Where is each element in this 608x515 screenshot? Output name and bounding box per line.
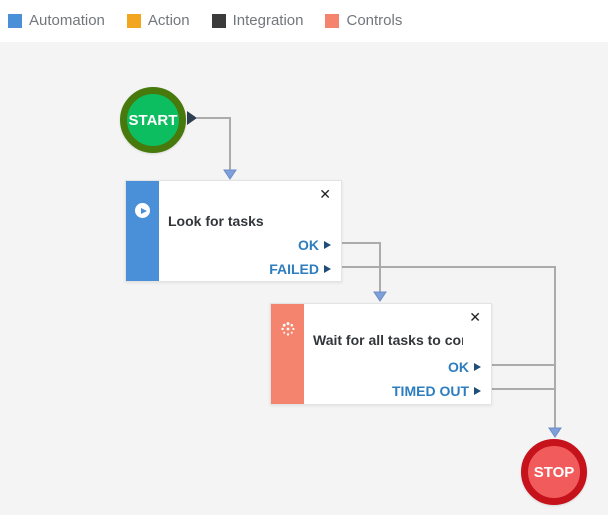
controls-swatch-icon (325, 13, 340, 28)
legend-bar: Automation Action Integration Controls (0, 0, 608, 42)
output-failed[interactable]: FAILED (269, 261, 331, 277)
output-label: OK (298, 237, 319, 253)
legend-item-controls: Controls (325, 12, 402, 29)
legend-item-automation: Automation (8, 12, 105, 29)
legend-item-action: Action (126, 12, 190, 29)
port-arrow-icon (324, 241, 331, 249)
automation-swatch-icon (8, 13, 22, 28)
arrow-down-icon (373, 291, 387, 302)
spinner-icon (280, 321, 296, 342)
connector-start-to-look (196, 117, 231, 170)
start-node[interactable]: START (120, 87, 186, 153)
legend-label: Controls (346, 12, 403, 29)
output-timed-out[interactable]: TIMED OUT (392, 383, 481, 399)
port-arrow-icon (324, 265, 331, 273)
action-swatch-icon (126, 13, 141, 28)
output-label: OK (448, 359, 469, 375)
arrow-down-icon (223, 169, 237, 180)
node-look-for-tasks[interactable]: ✕ Look for tasks OK FAILED (125, 180, 342, 282)
connector-failed-to-stop (340, 266, 556, 428)
start-output-port-icon (187, 111, 197, 125)
port-arrow-icon (474, 387, 481, 395)
stop-node-label: STOP (533, 463, 575, 481)
output-label: TIMED OUT (392, 383, 469, 399)
legend-label: Integration (232, 12, 304, 29)
node-title: Look for tasks (168, 213, 264, 229)
automation-category-bar (126, 181, 159, 281)
start-node-label: START (128, 111, 178, 129)
arrow-down-icon (548, 427, 562, 438)
close-icon[interactable]: ✕ (469, 309, 481, 325)
controls-category-bar (271, 304, 304, 404)
legend: Automation Action Integration Controls (8, 12, 402, 29)
play-circle-icon (135, 203, 150, 218)
legend-item-integration: Integration (211, 12, 304, 29)
legend-label: Action (147, 12, 190, 29)
output-label: FAILED (269, 261, 319, 277)
node-title: Wait for all tasks to compl... (313, 332, 463, 348)
port-arrow-icon (474, 363, 481, 371)
close-icon[interactable]: ✕ (319, 186, 331, 202)
stop-node[interactable]: STOP (521, 439, 587, 505)
legend-label: Automation (29, 12, 105, 29)
output-ok[interactable]: OK (448, 359, 481, 375)
connector-ok-to-wait (340, 242, 381, 292)
output-ok[interactable]: OK (298, 237, 331, 253)
node-wait-for-all-tasks[interactable]: ✕ Wait for all tasks to compl... OK TIME… (270, 303, 492, 405)
integration-swatch-icon (211, 13, 226, 28)
